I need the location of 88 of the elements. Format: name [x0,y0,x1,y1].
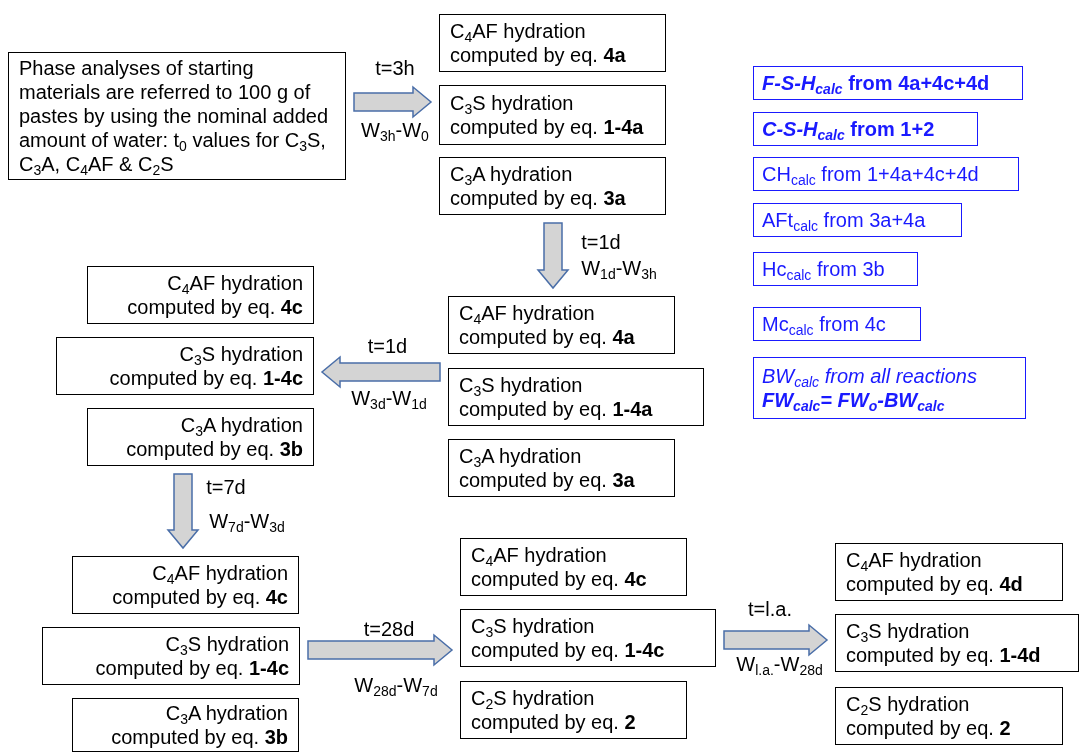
box-text: computed by eq. 4c [471,567,648,591]
block-arrow [536,222,570,290]
result-box [753,112,978,146]
block-arrow [320,355,441,389]
box-text: computed by eq. 1-4a [450,115,645,139]
box-heading: C$_{4}$AF hydration [450,19,587,43]
box-text: computed by eq. 4a [459,325,636,349]
box-heading: C$_{3}$S hydration [164,632,289,656]
process-box [72,698,299,752]
box-text: computed by eq. 1-4c [471,638,666,662]
process-box [439,85,666,145]
box-heading: C$_{3}$S hydration [450,91,575,115]
box-heading: C$_{4}$AF hydration [151,561,288,585]
box-text: computed by eq. 3b [110,725,288,749]
box-heading: C$_{3}$S hydration [459,373,584,397]
box-heading: C$_{3}$A hydration [459,444,583,468]
time-label: t=1d [580,230,622,254]
time-label: t=l.a. [747,597,793,621]
process-box [460,609,716,667]
box-text: computed by eq. 3b [125,437,303,461]
box-text: Hc$_{calc}$ from 3b [762,257,886,281]
box-text: Mc$_{calc}$ from 4c [762,312,887,336]
process-box [439,157,666,215]
result-box [753,66,1023,100]
box-text: computed by eq. 4a [450,43,627,67]
box-text: F-S-H$_{calc}$ from 4a+4c+4d [762,71,991,95]
box-heading: C$_{3}$A hydration [164,701,288,725]
box-heading: C$_{3}$A hydration [179,413,303,437]
process-box [460,681,687,739]
box-heading: C$_{2}$S hydration [471,686,596,710]
box-text: computed by eq. 2 [471,710,637,734]
box-text: AFt$_{calc}$ from 3a+4a [762,208,927,232]
time-label: t=3h [374,56,416,80]
water-label: W$_{3d}$-W$_{1d}$ [350,386,428,410]
box-heading: C$_{4}$AF hydration [459,301,596,325]
process-box [42,627,300,685]
box-heading: C$_{4}$AF hydration [471,543,608,567]
process-box [835,687,1063,745]
block-arrow [353,85,433,119]
process-box [835,614,1079,672]
process-box [448,368,704,426]
process-box [460,538,687,596]
time-label: t=28d [362,617,416,641]
water-label: W$_{7d}$-W$_{3d}$ [208,509,286,533]
result-box [753,203,962,237]
box-text: computed by eq. 1-4c [108,366,303,390]
water-label: W$_{l.a.}$-W$_{28d}$ [735,652,824,676]
box-heading: C$_{2}$S hydration [846,692,971,716]
box-heading: BW$_{calc}$ from all reactions [762,364,978,388]
process-box [87,266,314,324]
box-text: computed by eq. 3a [450,186,627,210]
box-text: computed by eq. 1-4c [94,656,289,680]
box-text: computed by eq. 4c [111,585,288,609]
water-label: W$_{1d}$-W$_{3h}$ [580,256,658,280]
box-text: computed by eq. 4c [126,295,303,319]
process-box [439,14,666,72]
box-text: computed by eq. 3a [459,468,636,492]
process-box [72,556,299,614]
block-arrow [307,633,454,667]
block-arrow [166,473,200,550]
result-box [753,357,1026,419]
box-heading: C$_{4}$AF hydration [166,271,303,295]
process-box [448,439,675,497]
box-text: computed by eq. 1-4a [459,397,654,421]
result-box [753,157,1019,191]
result-box [753,252,918,286]
process-box [448,296,675,354]
box-heading: C$_{3}$A hydration [450,162,574,186]
time-label: t=1d [366,334,409,358]
water-label: W$_{3h}$-W$_{0}$ [360,118,430,142]
process-box [87,408,314,466]
box-heading: C$_{3}$S hydration [471,614,596,638]
box-text: computed by eq. 2 [846,716,1012,740]
box-text: FW$_{calc}$= FW$_{o}$-BW$_{calc}$ [762,388,946,412]
box-heading: C$_{3}$S hydration [178,342,303,366]
water-label: W$_{28d}$-W$_{7d}$ [353,673,439,697]
process-box [835,543,1063,601]
box-text: Phase analyses of starting materials are referred to 100 g of pastes by using the nominal added amount of water: t$_{0}$ values for C$_{3}$S, C$_{3}$A, C$_{4}$AF & C$_{2}$S [19,56,330,176]
box-heading: C$_{4}$AF hydration [846,548,983,572]
box-text: C-S-H$_{calc}$ from 1+2 [762,117,936,141]
time-label: t=7d [205,475,247,499]
box-heading: C$_{3}$S hydration [846,619,971,643]
box-text: computed by eq. 4d [846,572,1024,596]
block-arrow [723,623,829,657]
result-box [753,307,921,341]
box-text: CH$_{calc}$ from 1+4a+4c+4d [762,162,980,186]
process-box [56,337,314,395]
box-text: computed by eq. 1-4d [846,643,1042,667]
